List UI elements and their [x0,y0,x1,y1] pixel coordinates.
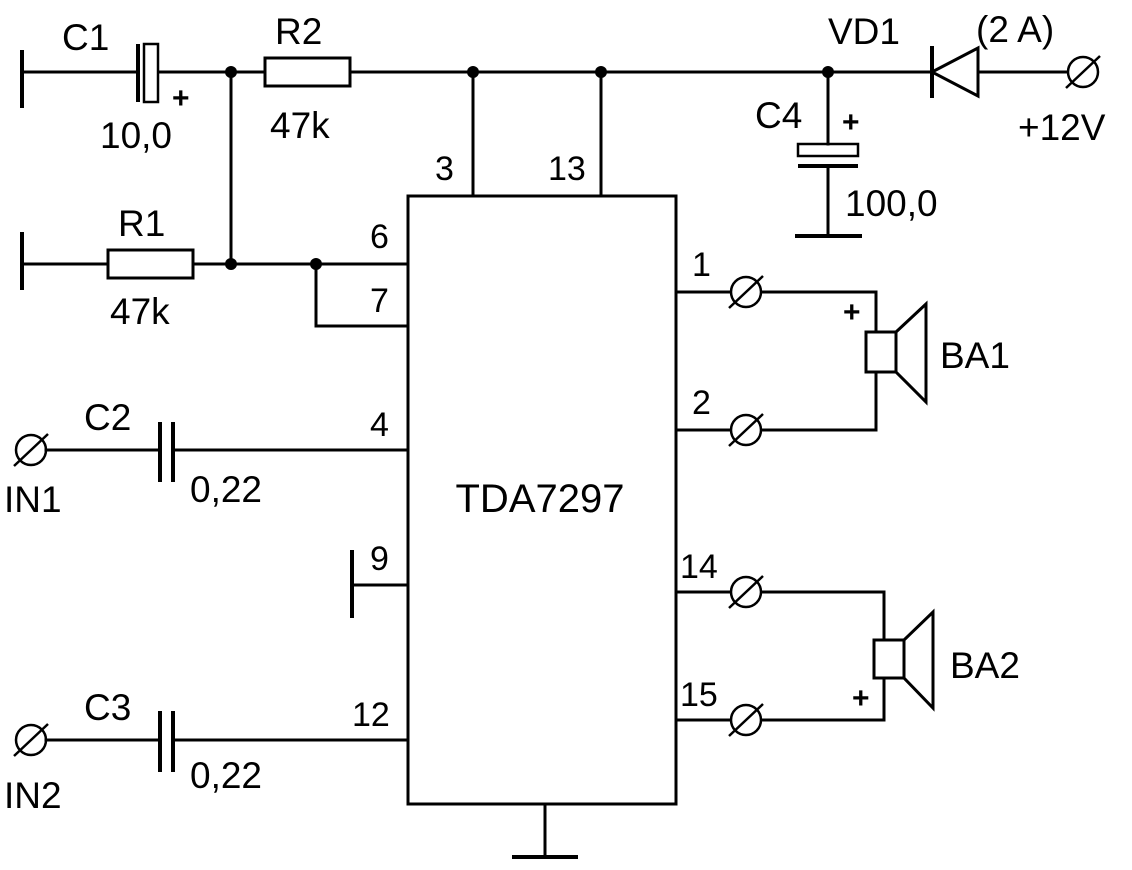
supply-rail [158,66,934,266]
pin-3: 3 [435,150,454,188]
r2-ref: R2 [275,11,322,52]
ba2-ref: BA2 [950,645,1020,686]
pin-7: 7 [370,282,389,320]
vd1-ref: VD1 [828,11,900,52]
ic-name: TDA7297 [456,477,625,521]
vd1-rating: (2 A) [976,9,1054,50]
r1-ref: R1 [118,203,165,244]
in1-label: IN1 [4,479,62,520]
c4-polarity: + [842,106,860,139]
output-ba2-wiring [674,575,886,737]
ba2-polarity: + [852,682,870,715]
power-label: +12V [1018,107,1106,148]
r1-value: 47k [110,291,170,332]
speaker-ba2: BA2 + [852,608,1020,715]
diode-vd1: VD1 (2 A) [828,9,1069,99]
resistor-r2: R2 47k [263,11,352,146]
capacitor-c1: C1 10,0 + [20,17,190,156]
c3-ref: C3 [84,687,131,728]
r2-value: 47k [270,105,330,146]
c1-ref: C1 [62,17,109,58]
pin-6: 6 [370,218,389,256]
capacitor-c3: C3 0,22 IN2 [4,687,410,816]
ba1-ref: BA1 [940,335,1010,376]
ba1-polarity: + [843,296,861,329]
pin-13: 13 [548,150,586,188]
in2-label: IN2 [4,775,62,816]
c2-ref: C2 [84,397,131,438]
c4-ref: C4 [755,95,802,136]
pin-12: 12 [352,696,390,734]
c1-polarity: + [172,82,190,115]
output-ba1-wiring [674,275,878,447]
c4-value: 100,0 [845,183,938,224]
pin-9: 9 [370,540,389,578]
pin-15: 15 [680,676,718,714]
capacitor-c2: C2 0,22 IN1 [4,397,410,520]
pin-14: 14 [680,548,718,586]
c1-value: 10,0 [100,115,172,156]
pin-1: 1 [692,246,711,284]
power-terminal: +12V [1018,55,1106,148]
pin-2: 2 [692,384,711,422]
c3-value: 0,22 [190,755,262,796]
ic-body [406,194,678,806]
pin-4: 4 [370,406,389,444]
speaker-ba1: BA1 + [843,296,1010,406]
resistor-r1: R1 47k [20,203,410,332]
pin9-ground [350,550,410,618]
capacitor-c4: C4 100,0 + [755,70,938,238]
c2-value: 0,22 [190,469,262,510]
